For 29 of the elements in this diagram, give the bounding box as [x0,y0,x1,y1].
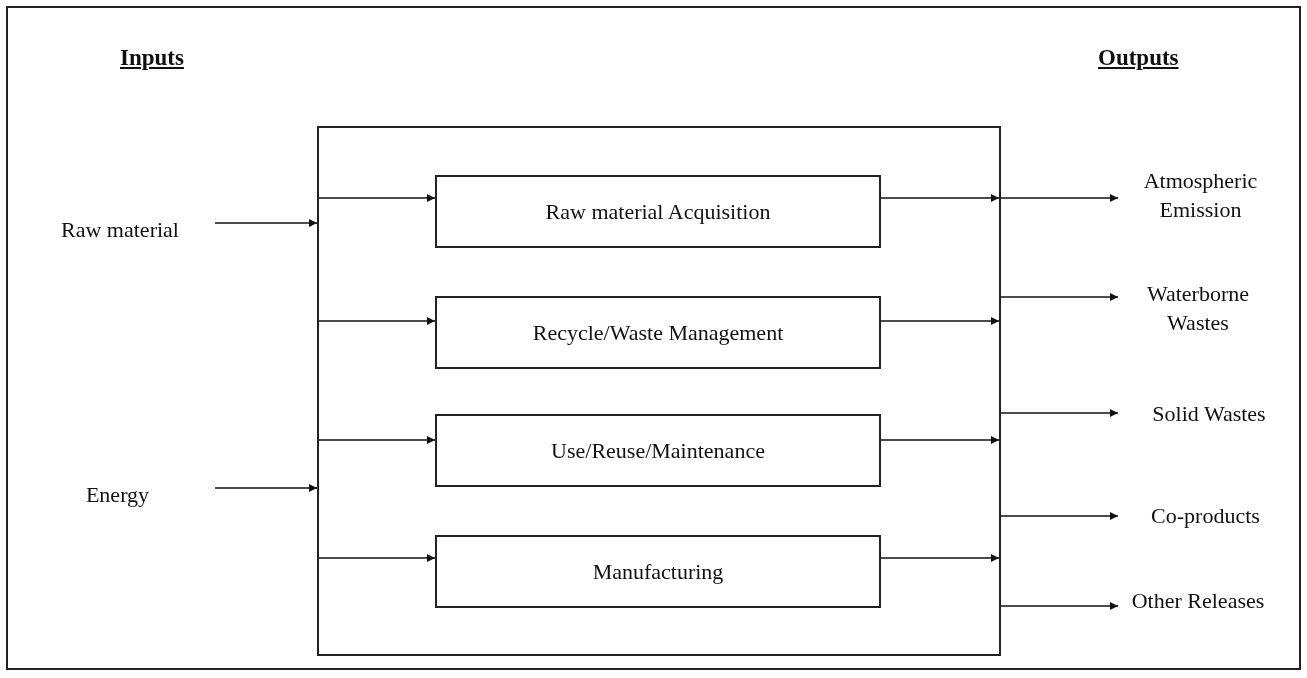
arrow [318,194,436,202]
arrow [880,436,1000,444]
arrow [1000,409,1119,417]
arrow [880,194,1000,202]
output-label: Solid Wastes [1118,398,1300,430]
column-heading: Outputs [1098,45,1179,71]
output-label: Other Releases [1118,570,1278,632]
output-label: Co-products [1118,500,1293,532]
process-box: Use/Reuse/Maintenance [435,414,881,487]
arrow [214,219,318,227]
input-label: Raw material [25,210,215,250]
output-label: Atmospheric Emission [1118,165,1283,227]
process-box: Recycle/Waste Management [435,296,881,369]
arrow [1000,194,1119,202]
arrow [880,554,1000,562]
arrow [1000,602,1119,610]
arrow [318,554,436,562]
arrow [1000,512,1119,520]
system-boundary-box [317,126,1001,656]
process-box: Raw material Acquisition [435,175,881,248]
process-box: Manufacturing [435,535,881,608]
input-label: Energy [20,475,215,515]
column-heading: Inputs [120,45,184,71]
arrow [1000,293,1119,301]
arrow [214,484,318,492]
output-label: Waterborne Wastes [1118,278,1278,340]
arrow [318,317,436,325]
arrow [880,317,1000,325]
arrow [318,436,436,444]
